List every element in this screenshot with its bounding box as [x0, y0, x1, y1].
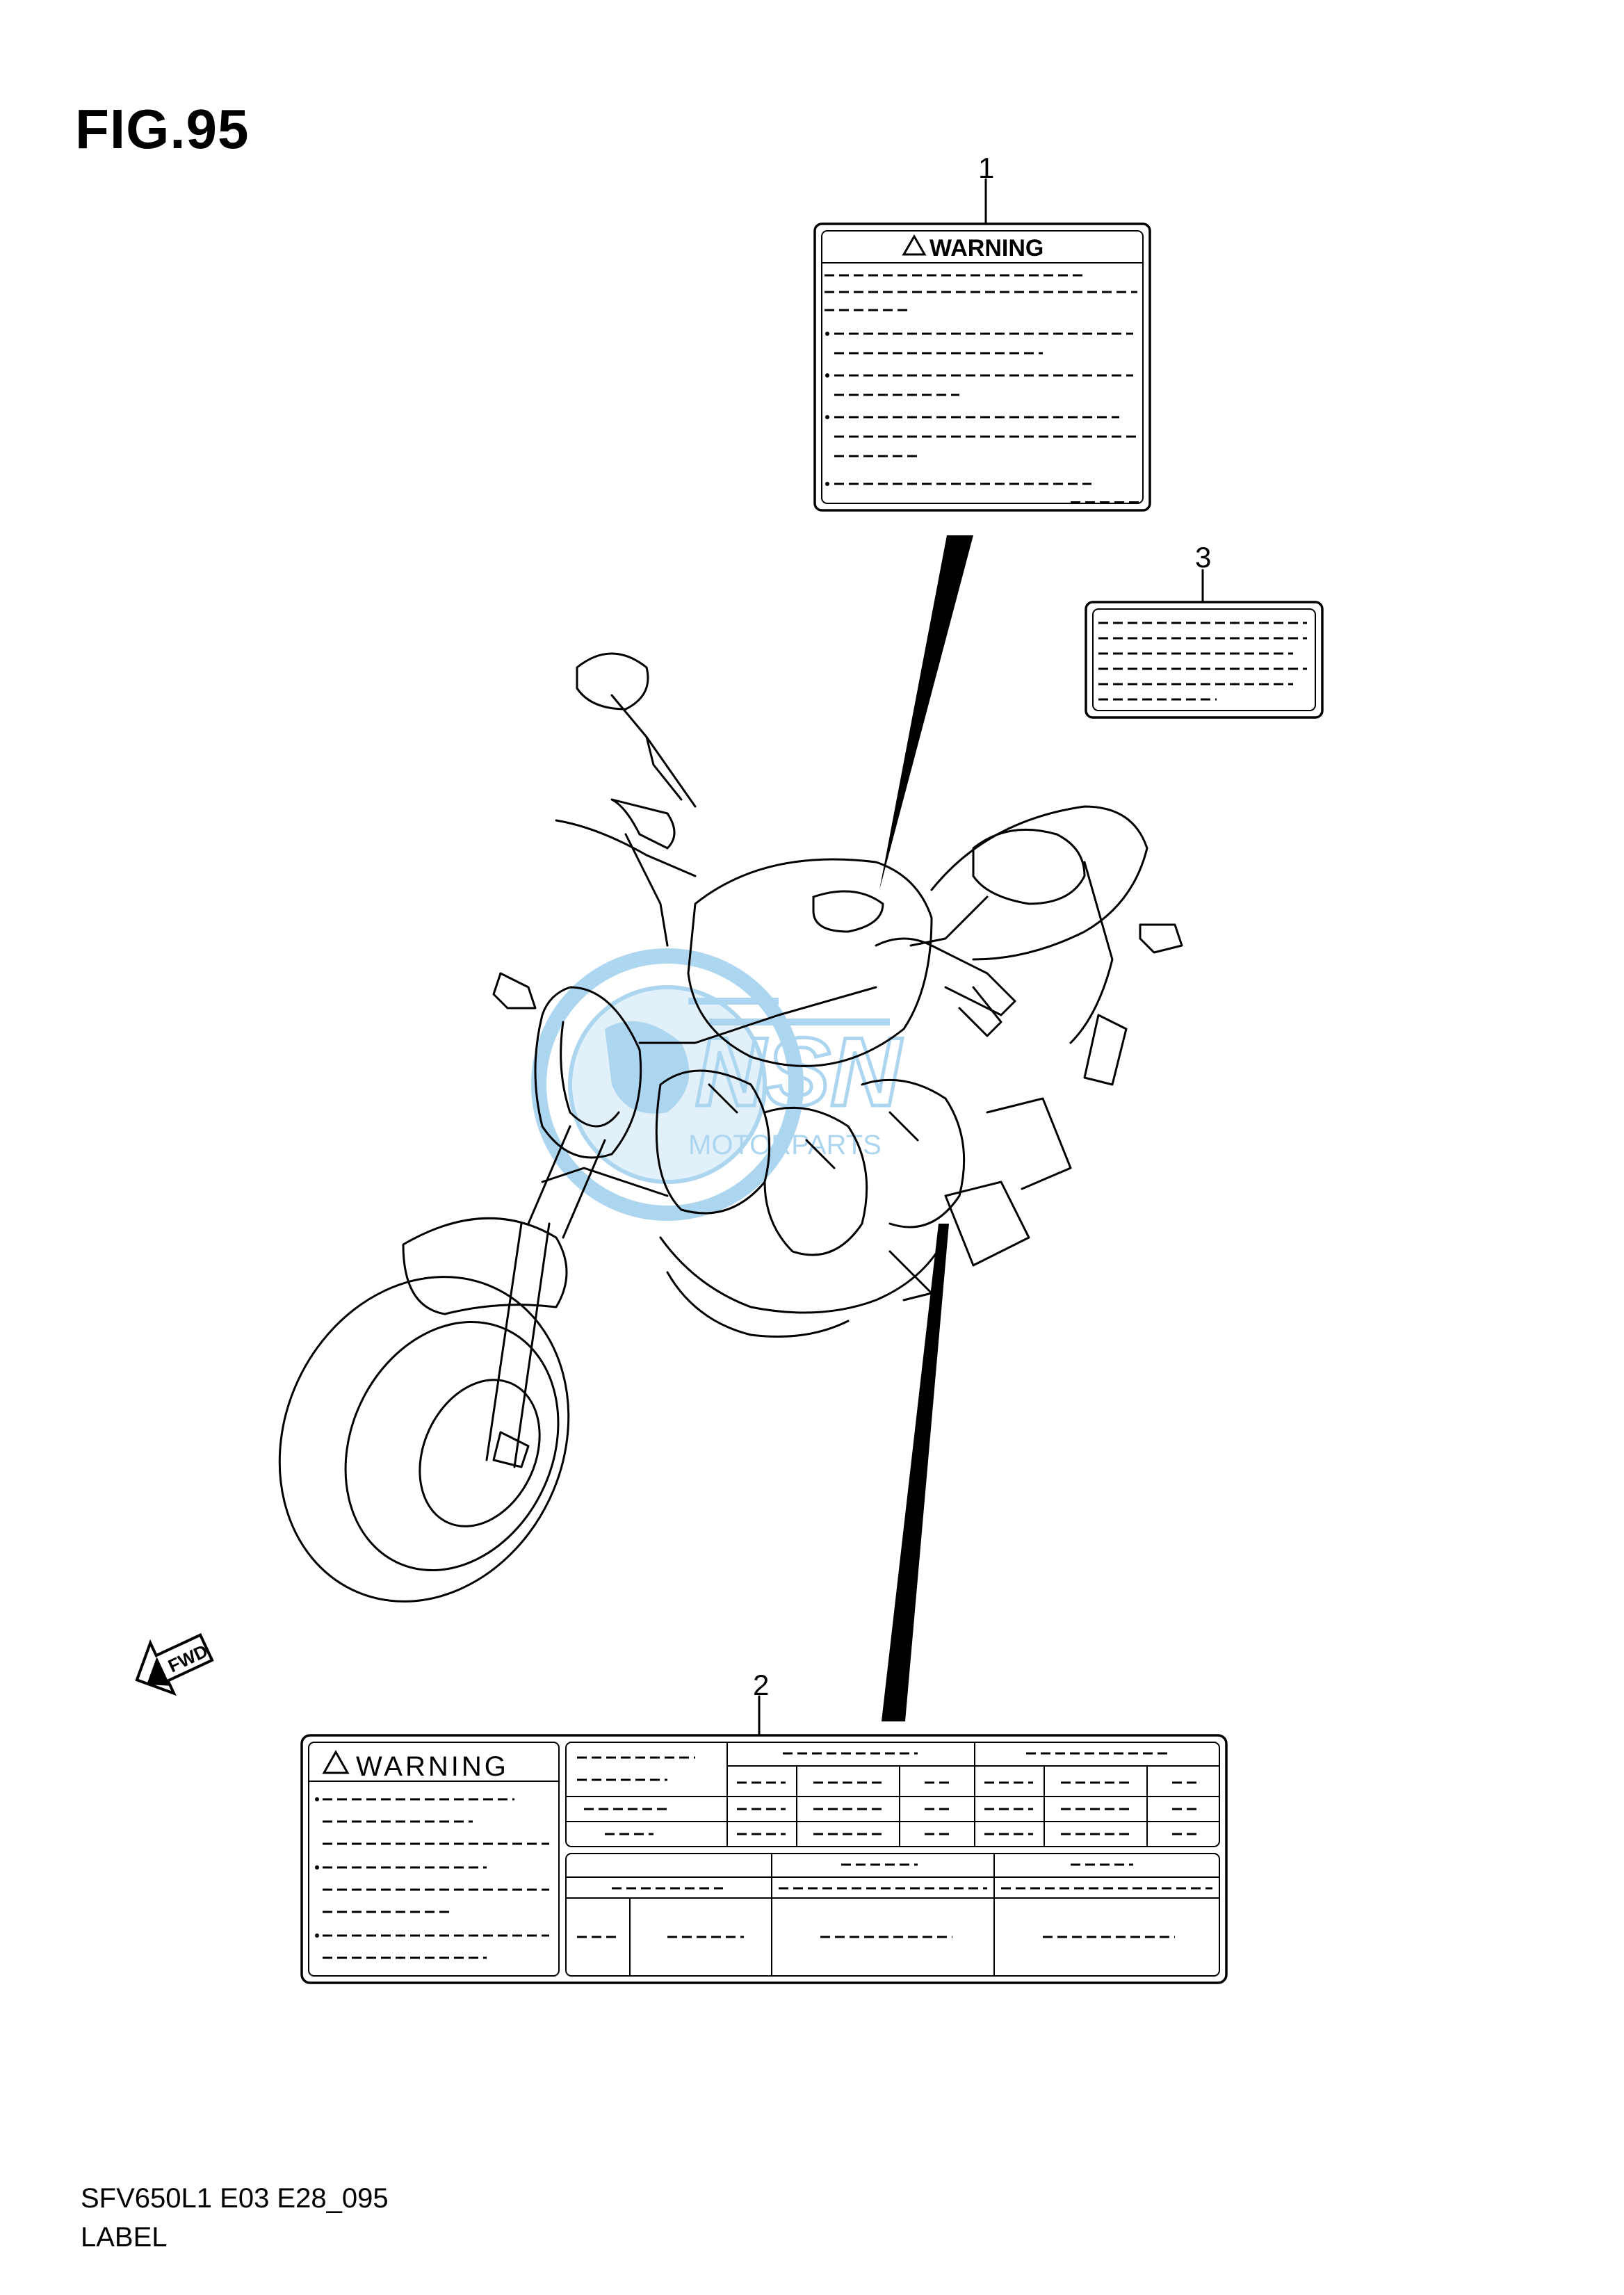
callout-number-2: 2 — [753, 1669, 770, 1701]
warning-label-2-triangle-icon — [322, 1749, 350, 1774]
warning-label-1-heading: WARNING — [929, 235, 1044, 261]
info-label-3 — [1085, 569, 1324, 719]
svg-text:NSN: NSN — [695, 1017, 902, 1126]
figure-caption: LABEL — [81, 2222, 168, 2253]
callout-number-1: 1 — [978, 152, 995, 184]
warning-triangle-icon — [902, 234, 927, 256]
watermark-text: MOTORPARTS — [688, 1130, 882, 1160]
motorcycle-illustration — [278, 652, 1183, 1603]
warning-label-2: WARNING — [300, 1695, 1228, 1984]
figure-code: SFV650L1 E03 E28_095 — [81, 2183, 389, 2214]
figure-title: FIG.95 — [75, 98, 250, 160]
warning-label-2-heading: WARNING — [356, 1751, 509, 1782]
callout-number-3: 3 — [1195, 541, 1212, 574]
forward-arrow-icon: FWD — [135, 1632, 214, 1696]
warning-label-1: WARNING — [813, 178, 1151, 512]
